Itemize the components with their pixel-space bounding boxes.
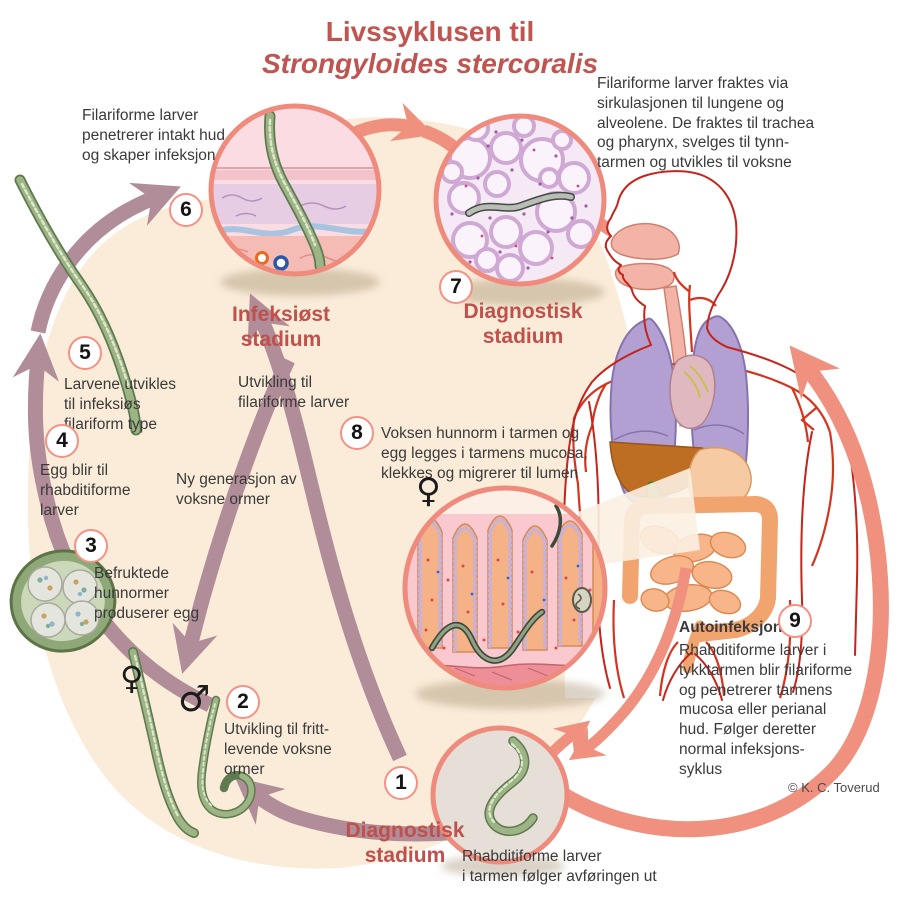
stage-8-text: Voksen hunnorm i tarmen og egg legges i … bbox=[381, 425, 588, 482]
stage-1-stadium-label: Diagnostisk stadium bbox=[345, 819, 465, 868]
title-line-2: Strongyloides stercoralis bbox=[261, 48, 599, 80]
stage-6-stadium-label: Infeksiøst stadium bbox=[231, 303, 331, 352]
stage-9-heading: Autoinfeksjon: bbox=[679, 619, 788, 636]
intestine-worm bbox=[428, 608, 546, 664]
stool-worm bbox=[484, 736, 538, 837]
stage-5-text: Larvene utvikles til infeksiøs filarifor… bbox=[64, 376, 177, 433]
stage-badge-5: 5 bbox=[68, 336, 102, 370]
illustrator-credit: © K. C. Toverud bbox=[788, 780, 880, 795]
female-worm bbox=[128, 647, 199, 838]
stage-badge-7: 7 bbox=[439, 270, 473, 304]
egg-cluster bbox=[9, 549, 117, 653]
stage-badge-1: 1 bbox=[384, 766, 418, 800]
stage-4-text: Egg blir til rhabditiforme larver bbox=[40, 462, 131, 519]
stage-badge-8: 8 bbox=[340, 416, 374, 450]
stage-badge-2: 2 bbox=[226, 685, 260, 719]
magnification-wedge bbox=[578, 468, 700, 565]
rectum bbox=[682, 620, 706, 674]
lung-worm bbox=[465, 191, 575, 217]
stage-9-text: Rhabditiforme larver i tykktarmen blir f… bbox=[679, 642, 853, 778]
female-symbol-stage2: ♀ bbox=[120, 659, 144, 697]
filariform-larva-worm bbox=[14, 174, 142, 436]
stage-2-text: Utvikling til fritt- levende voksne orme… bbox=[224, 721, 332, 778]
skin-entry-label: Filariforme larver penetrerer intakt hud… bbox=[82, 107, 226, 164]
free-living-cycle-arrows bbox=[12, 182, 558, 842]
heart bbox=[669, 354, 716, 429]
filariform-dev-label: Utvikling til filariforme larver bbox=[238, 374, 350, 411]
stage-3-text: Befruktede hunnormer produserer egg bbox=[94, 565, 200, 622]
stool-inset-illustration bbox=[430, 725, 570, 865]
stage-badge-3: 3 bbox=[74, 529, 108, 563]
stage-badge-4: 4 bbox=[45, 424, 79, 458]
to-lungs-label: Filariforme larver fraktes via sirkulasj… bbox=[597, 75, 815, 172]
skin-inset-illustration bbox=[208, 103, 382, 277]
stage-badge-6: 6 bbox=[169, 193, 203, 227]
new-generation-label: Ny generasjon av voksne ormer bbox=[176, 471, 297, 508]
stage-7-stadium-label: Diagnostisk stadium bbox=[463, 300, 583, 349]
female-symbol-stage8: ♀ bbox=[416, 471, 441, 511]
intestine-inset-illustration bbox=[402, 485, 608, 691]
skin-worm bbox=[264, 110, 326, 272]
male-worm bbox=[197, 695, 256, 819]
male-symbol-stage2: ♂ bbox=[178, 679, 211, 720]
stage-badge-9: 9 bbox=[778, 604, 812, 638]
page-title: Livssyklusen til Strongyloides stercoral… bbox=[155, 16, 705, 80]
title-line-1: Livssyklusen til bbox=[325, 16, 535, 47]
lung-histology-inset bbox=[433, 113, 607, 287]
stage-1-text: Rhabditiforme larver i tarmen følger avf… bbox=[462, 848, 657, 885]
